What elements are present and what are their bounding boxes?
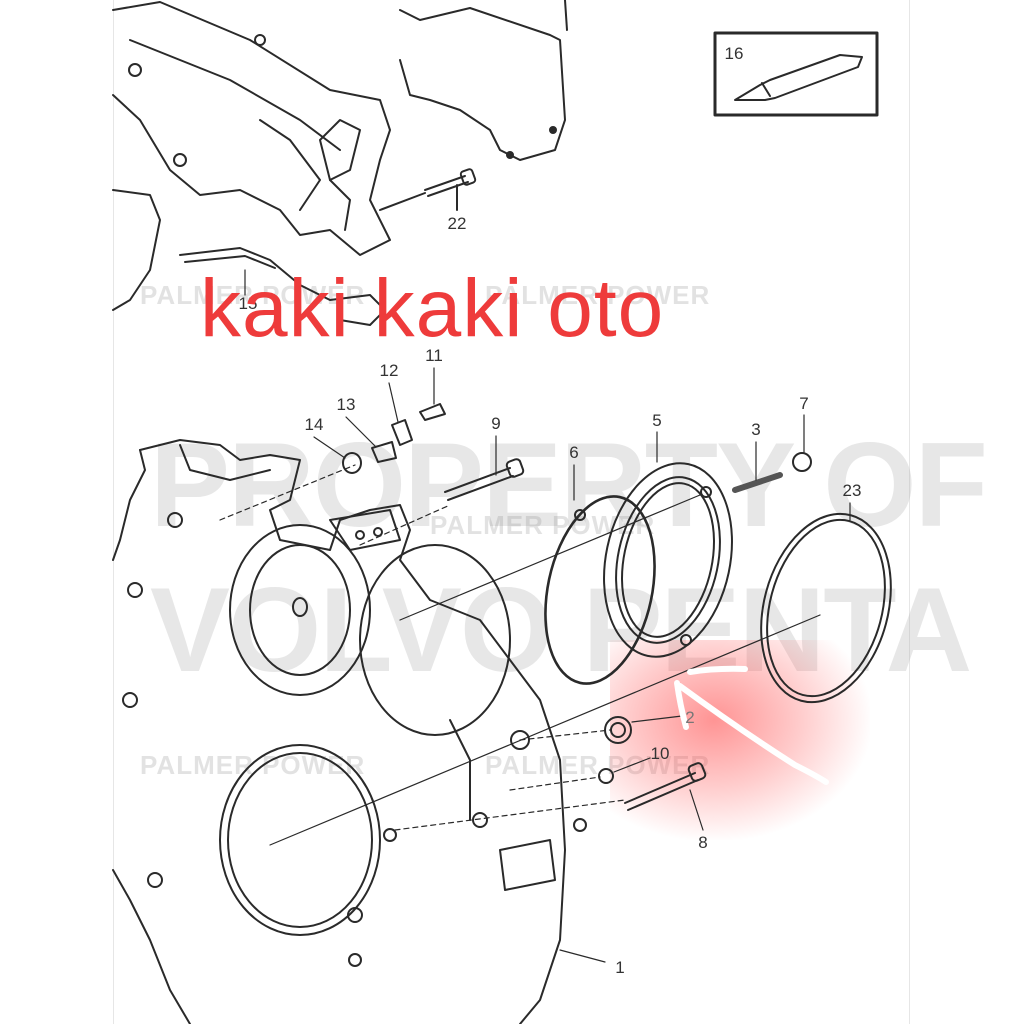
stud-3	[732, 472, 783, 493]
left-frame-edge	[113, 0, 114, 1024]
seal-2	[604, 716, 632, 744]
highlight-glow	[610, 640, 870, 840]
watermark-palmer-power: PALMER POWER	[140, 280, 366, 310]
leader-lines	[244, 269, 851, 963]
washer-14	[342, 452, 362, 474]
inset-part-number: 16	[724, 44, 744, 63]
callout-22: 22	[447, 214, 467, 233]
seal-ring-23	[760, 512, 892, 704]
callout-7: 7	[799, 394, 809, 413]
bolt-8	[624, 762, 707, 811]
watermark-palmer-power: PALMER POWER	[485, 280, 711, 310]
callout-13: 13	[336, 395, 356, 414]
inset-box-16	[713, 31, 879, 117]
right-frame-edge	[909, 0, 910, 1024]
bolt-22	[379, 168, 477, 211]
o-ring-6	[544, 495, 656, 685]
upper-housing	[112, 1, 391, 256]
annotation-text: kaki kaki oto	[200, 263, 665, 354]
callout-12: 12	[379, 361, 399, 380]
callout-5: 5	[652, 411, 662, 430]
callout-11: 11	[425, 346, 443, 365]
callout-1: 1	[615, 958, 625, 977]
callout-6: 6	[569, 443, 579, 462]
callout-2: 2	[685, 708, 695, 727]
part-12	[391, 419, 413, 446]
callout-14: 14	[304, 415, 324, 434]
left-bracket	[112, 189, 386, 326]
callout-9: 9	[491, 414, 501, 433]
seal-housing-5	[574, 462, 733, 658]
cover-plate	[399, 0, 568, 161]
bolt-11	[419, 403, 446, 421]
annotation-arrow[interactable]	[674, 665, 829, 785]
nut-7	[792, 452, 812, 472]
part-13	[371, 441, 397, 463]
callout-15: 15	[238, 294, 258, 313]
callout-23: 23	[842, 481, 862, 500]
bolt-9	[444, 458, 525, 501]
nut-10	[598, 768, 614, 784]
callout-10: 10	[650, 744, 670, 763]
timing-cover	[112, 439, 587, 1024]
alignment-lines	[219, 464, 821, 846]
callout-3: 3	[751, 420, 761, 439]
callout-8: 8	[698, 833, 708, 852]
